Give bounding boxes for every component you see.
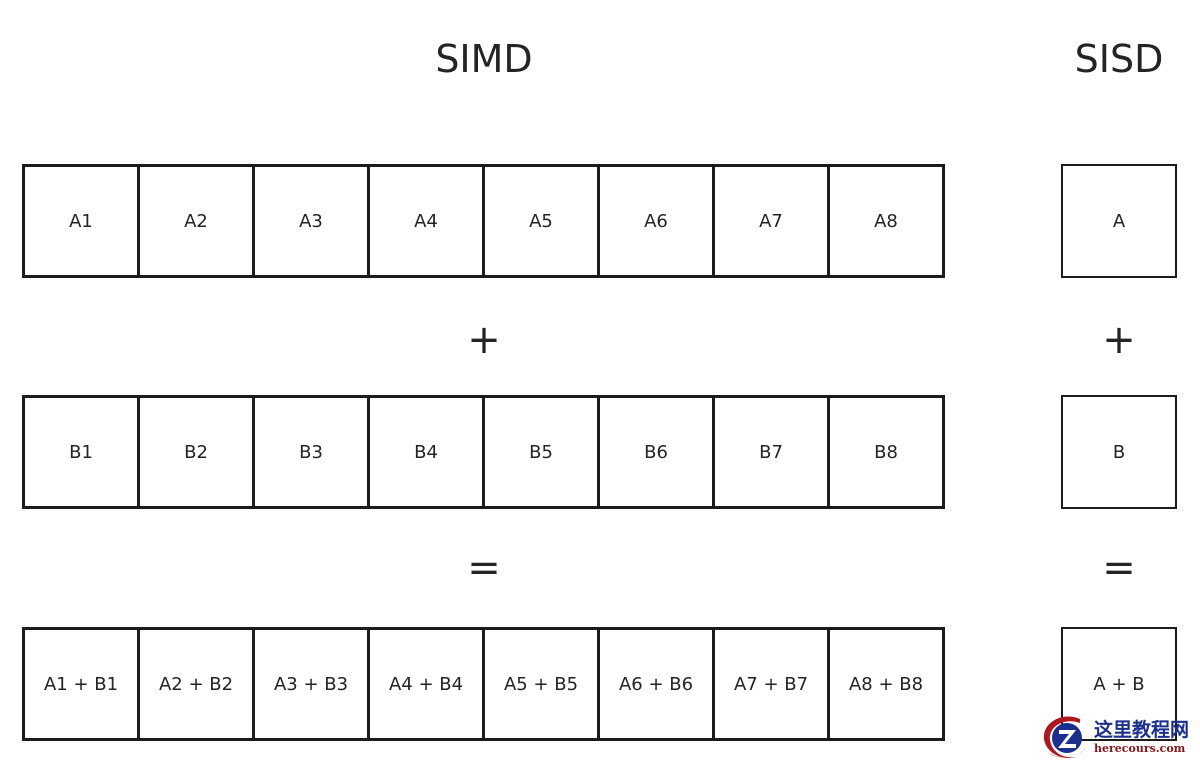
simd-result-cell-4: A4 + B4	[370, 630, 485, 738]
simd-column-title: SIMD	[435, 37, 533, 81]
simd-operand-b-row: B1 B2 B3 B4 B5 B6 B7 B8	[22, 395, 945, 509]
simd-result-cell-2: A2 + B2	[140, 630, 255, 738]
simd-cell-a4: A4	[370, 167, 485, 275]
simd-cell-b1: B1	[25, 398, 140, 506]
simd-cell-b8: B8	[830, 398, 942, 506]
simd-result-cell-3: A3 + B3	[255, 630, 370, 738]
simd-cell-b6: B6	[600, 398, 715, 506]
simd-cell-b5: B5	[485, 398, 600, 506]
simd-cell-b7: B7	[715, 398, 830, 506]
simd-cell-a3: A3	[255, 167, 370, 275]
simd-cell-a2: A2	[140, 167, 255, 275]
sisd-result-cell: A + B	[1061, 627, 1177, 741]
simd-cell-a6: A6	[600, 167, 715, 275]
simd-result-cell-7: A7 + B7	[715, 630, 830, 738]
simd-equals-operator: =	[467, 545, 501, 591]
sisd-cell-b: B	[1061, 395, 1177, 509]
simd-plus-operator: +	[467, 317, 501, 363]
simd-cell-b4: B4	[370, 398, 485, 506]
simd-operand-a-row: A1 A2 A3 A4 A5 A6 A7 A8	[22, 164, 945, 278]
simd-result-row: A1 + B1 A2 + B2 A3 + B3 A4 + B4 A5 + B5 …	[22, 627, 945, 741]
simd-cell-a5: A5	[485, 167, 600, 275]
simd-result-cell-6: A6 + B6	[600, 630, 715, 738]
watermark-site-url: herecours.com	[1094, 741, 1186, 755]
simd-result-cell-8: A8 + B8	[830, 630, 942, 738]
sisd-cell-a: A	[1061, 164, 1177, 278]
sisd-column-title: SISD	[1074, 37, 1164, 81]
simd-cell-b2: B2	[140, 398, 255, 506]
sisd-equals-operator: =	[1102, 545, 1136, 591]
simd-result-cell-5: A5 + B5	[485, 630, 600, 738]
sisd-plus-operator: +	[1102, 317, 1136, 363]
simd-cell-a8: A8	[830, 167, 942, 275]
simd-cell-b3: B3	[255, 398, 370, 506]
simd-result-cell-1: A1 + B1	[25, 630, 140, 738]
simd-cell-a1: A1	[25, 167, 140, 275]
simd-cell-a7: A7	[715, 167, 830, 275]
